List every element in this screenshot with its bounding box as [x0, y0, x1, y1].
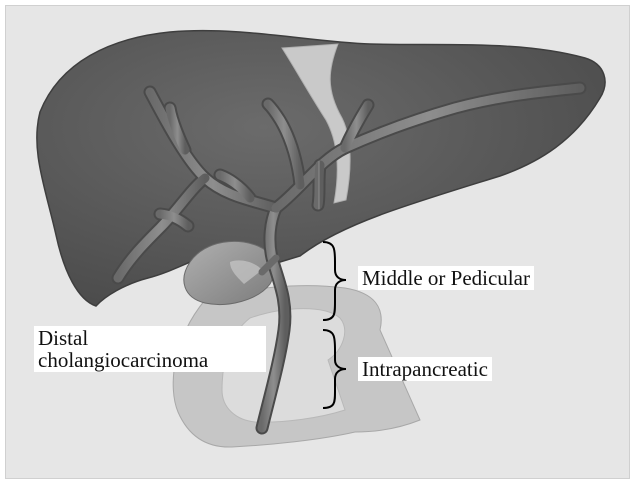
label-distal-line2: cholangiocarcinoma [38, 349, 262, 371]
label-distal-cholangiocarcinoma: Distal cholangiocarcinoma [34, 326, 266, 372]
label-middle-or-pedicular: Middle or Pedicular [358, 266, 534, 290]
label-distal-line1: Distal [38, 327, 262, 349]
label-intrapancreatic: Intrapancreatic [358, 357, 492, 381]
